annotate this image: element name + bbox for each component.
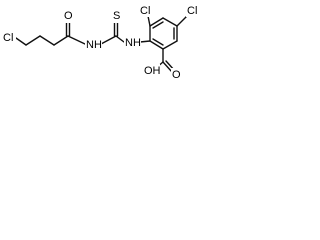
atom-cl-chain: Cl [3, 32, 13, 44]
atom-cl-ring-right: Cl [187, 5, 197, 17]
atom-oh-acid: OH [144, 65, 161, 77]
bond-c3-c4 [53, 35, 69, 46]
atom-s-thio: S [113, 10, 120, 22]
ring-bond-c [162, 17, 178, 27]
molecule-structure: Cl O NH S NH Cl Cl OH O [2, 4, 200, 81]
atom-o-carbonyl: O [64, 10, 73, 22]
ring-bond-b [149, 17, 164, 27]
ring-bond-e [162, 40, 178, 50]
atom-label-layer: Cl O NH S NH Cl Cl OH O [2, 4, 200, 81]
bond-c4-n1 [67, 35, 86, 45]
bond-c-o-a [162, 61, 173, 73]
bond-n1-c5 [100, 35, 117, 45]
bond-cl-c1 [15, 37, 27, 46]
atom-cl-ring-left: Cl [140, 5, 150, 17]
ring-inner-a [152, 21, 164, 29]
atom-nh-aryl: NH [125, 37, 141, 49]
bond-c1-c2 [25, 35, 41, 46]
bond-n2-ring [139, 40, 151, 43]
ring-bond-f [149, 40, 164, 50]
atom-nh-amide: NH [86, 39, 102, 51]
bond-c2-c3 [39, 35, 55, 46]
ring-inner-c [152, 38, 164, 46]
bond-c5-n2 [115, 35, 125, 43]
atom-o-acid: O [172, 69, 181, 81]
bond-ring-cl-left [147, 15, 151, 27]
bond-ring-cl-right [176, 15, 188, 27]
